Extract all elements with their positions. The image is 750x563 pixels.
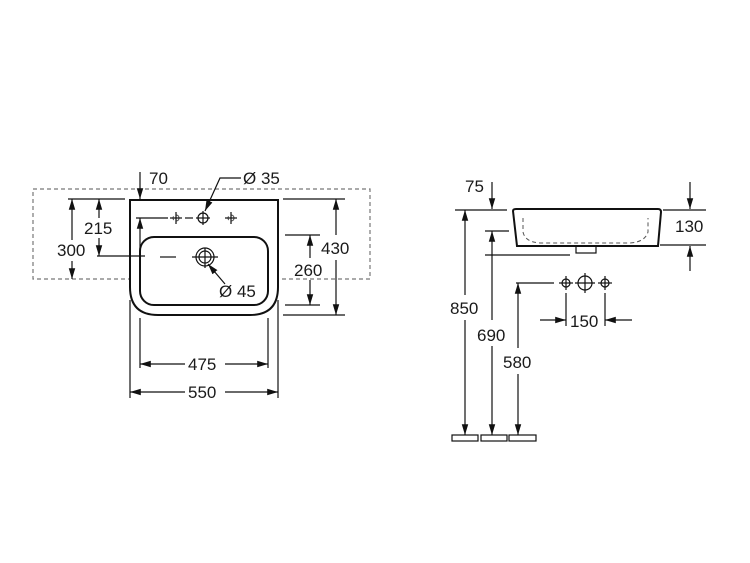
dim-75-label: 75 xyxy=(465,177,484,196)
side-view: 75 850 690 580 130 150 xyxy=(450,177,706,442)
floor-plates xyxy=(451,434,537,442)
dim-580-label: 580 xyxy=(503,353,531,372)
dim-475-label: 475 xyxy=(188,355,216,374)
dim-300-label: 300 xyxy=(57,241,85,260)
dim-260-label: 260 xyxy=(294,261,322,280)
dim-690-label: 690 xyxy=(477,326,505,345)
dim-waste-label: Ø 45 xyxy=(219,282,256,301)
dim-150-label: 150 xyxy=(570,312,598,331)
waste-pipe-icon xyxy=(575,273,595,293)
bowl-hidden-line xyxy=(522,218,649,244)
dim-70-label: 70 xyxy=(149,169,168,188)
supply-left-icon xyxy=(559,276,573,290)
waste-icon xyxy=(160,247,218,268)
optional-tap-hole-right-icon xyxy=(225,212,237,224)
dim-130-label: 130 xyxy=(675,217,703,236)
waste-outlet xyxy=(575,245,597,254)
basin-side-outline xyxy=(511,208,663,247)
supply-right-icon xyxy=(598,276,612,290)
tap-hole-icon xyxy=(185,211,210,225)
dim-tap-hole-label: Ø 35 xyxy=(243,169,280,188)
dim-430-label: 430 xyxy=(321,239,349,258)
front-view: 70 Ø 35 Ø 45 300 215 430 260 475 550 xyxy=(32,169,371,402)
dim-850-label: 850 xyxy=(450,299,478,318)
basin-bowl xyxy=(139,236,269,306)
dim-550-label: 550 xyxy=(188,383,216,402)
dim-215-label: 215 xyxy=(84,219,112,238)
optional-tap-hole-left-icon xyxy=(170,212,182,224)
